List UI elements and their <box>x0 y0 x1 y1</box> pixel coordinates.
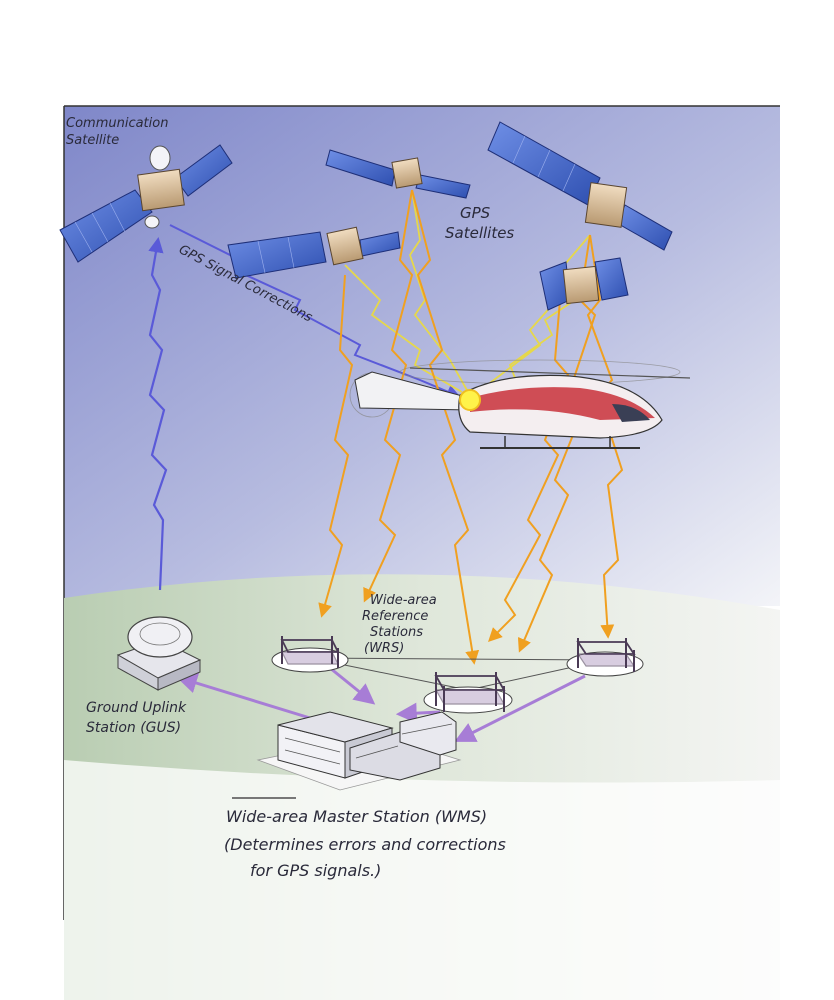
wms-label-line3: for GPS signals.) <box>250 861 381 880</box>
comm-sat-dish <box>150 146 170 170</box>
wrs-label-line2: Reference <box>362 609 428 624</box>
wrs-label-line3: Stations <box>370 625 423 640</box>
comm-sat-label-line1: Communication <box>66 116 168 131</box>
gps-sat-label-line1: GPS <box>460 204 491 222</box>
gps-receiver-glow <box>460 390 480 410</box>
gps-sat-label-line2: Satellites <box>445 224 514 242</box>
comm-sat-antenna <box>145 216 159 228</box>
gus-label-line2: Station (GUS) <box>86 720 181 736</box>
wrs-label-line1: Wide-area <box>370 593 437 608</box>
gus-label-line1: Ground Uplink <box>86 700 187 716</box>
wrs-label-line4: (WRS) <box>364 641 404 656</box>
comm-sat-label-line2: Satellite <box>66 133 119 148</box>
wms-label-line2: (Determines errors and corrections <box>224 835 506 854</box>
ground-fade <box>64 760 780 1000</box>
comm-sat-body <box>138 169 185 210</box>
wms-label-line1: Wide-area Master Station (WMS) <box>226 807 487 826</box>
